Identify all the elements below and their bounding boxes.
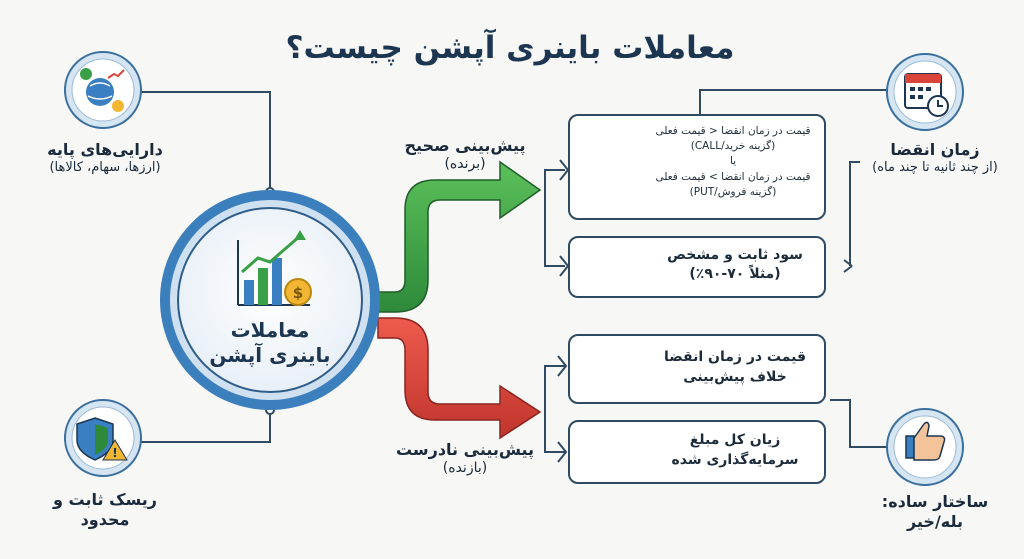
loss-line1: زیان کل مبلغ	[689, 432, 781, 448]
underlying-assets-label: دارایی‌های پایه (ارزها، سهام، کالاها)	[20, 140, 190, 176]
fixed-risk-line2: محدود	[80, 510, 130, 529]
center-label: معاملات باینری آپشن	[190, 318, 350, 368]
against-line1: قیمت در زمان انقضا	[663, 349, 807, 365]
fixed-risk-line1: ریسک ثابت و	[53, 490, 157, 509]
wrong-prediction-label: پیش‌بینی نادرست (بازنده)	[385, 440, 545, 478]
calendar-clock-icon	[886, 53, 964, 131]
correct-title: پیش‌بینی صحیح	[404, 136, 526, 155]
call-put-line3: یا	[729, 155, 737, 168]
profit-line2: (مثلاً ۷۰-۹۰٪)	[689, 265, 781, 282]
wrong-title: پیش‌بینی نادرست	[395, 440, 535, 459]
simple-structure-line1: ساختار ساده:	[881, 492, 989, 511]
against-box	[568, 334, 826, 404]
correct-sub: (برنده)	[444, 156, 486, 172]
call-put-line1: قیمت در زمان انقضا < قیمت فعلی	[655, 125, 811, 137]
against-line2: خلاف پیش‌بینی	[683, 368, 787, 385]
against-text: قیمت در زمان انقضا خلاف پیش‌بینی	[650, 348, 820, 387]
simple-structure-line2: بله/خیر	[906, 512, 964, 531]
loss-box	[568, 420, 826, 484]
loss-text: زیان کل مبلغ سرمایه‌گذاری شده	[650, 431, 820, 470]
center-circle	[160, 190, 380, 410]
svg-text:!: !	[112, 446, 117, 460]
center-line1: معاملات	[230, 318, 310, 342]
globe-currency-icon	[64, 51, 142, 129]
fixed-risk-label: ریسک ثابت و محدود	[20, 490, 190, 530]
wrong-arrow	[377, 317, 542, 440]
growth-chart-coin-icon: $	[237, 230, 312, 306]
call-put-line4: قیمت در زمان انقضا > قیمت فعلی	[655, 170, 811, 183]
svg-text:$: $	[293, 284, 303, 302]
thumbs-icon	[886, 408, 964, 486]
underlying-assets-title: دارایی‌های پایه	[47, 140, 163, 159]
call-put-line5: (گزینه فروش/PUT)	[689, 185, 777, 198]
wrong-sub: (بازنده)	[442, 460, 488, 476]
simple-structure-label: ساختار ساده: بله/خیر	[850, 492, 1020, 532]
loss-line2: سرمایه‌گذاری شده	[671, 451, 799, 468]
call-put-text: قیمت در زمان انقضا < قیمت فعلی (گزینه خر…	[645, 124, 821, 200]
call-put-line2: (گزینه خرید/CALL)	[690, 140, 776, 153]
correct-arrow	[377, 160, 542, 313]
expiry-title: زمان انقضا	[890, 140, 980, 159]
profit-text: سود ثابت و مشخص (مثلاً ۷۰-۹۰٪)	[650, 246, 820, 284]
correct-prediction-label: پیش‌بینی صحیح (برنده)	[385, 136, 545, 174]
call-put-box	[568, 114, 826, 220]
profit-line1: سود ثابت و مشخص	[667, 247, 803, 263]
underlying-assets-sub: (ارزها، سهام، کالاها)	[49, 160, 161, 175]
center-line2: باینری آپشن	[209, 343, 331, 367]
expiry-label: زمان انقضا (از چند ثانیه تا چند ماه)	[850, 140, 1020, 176]
profit-box	[568, 236, 826, 298]
expiry-sub: (از چند ثانیه تا چند ماه)	[872, 160, 998, 175]
page-title: معاملات باینری آپشن چیست؟	[285, 30, 735, 66]
shield-warning-icon: !	[64, 399, 142, 477]
